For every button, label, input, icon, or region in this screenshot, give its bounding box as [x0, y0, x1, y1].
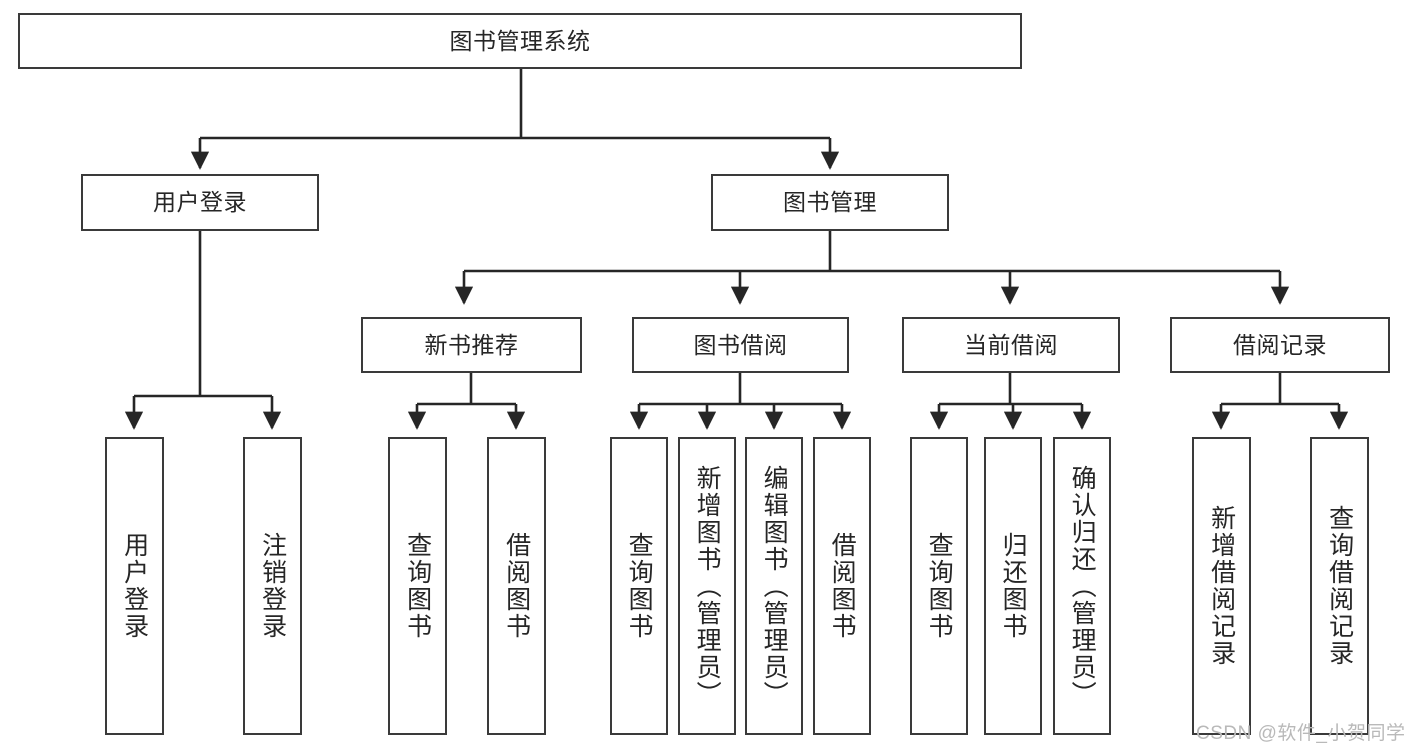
node-leaf-add-borrow-record-label: 新增借阅记录 — [1207, 505, 1236, 667]
node-leaf-return-book-label: 归还图书 — [999, 532, 1028, 640]
node-current-borrow-label: 当前借阅 — [964, 331, 1058, 358]
node-user-login[interactable]: 用户登录 — [81, 174, 319, 231]
node-current-borrow[interactable]: 当前借阅 — [902, 317, 1120, 373]
node-root-label: 图书管理系统 — [449, 27, 591, 54]
node-leaf-confirm-return-admin[interactable]: 确认归还（管理员） — [1053, 437, 1111, 735]
node-leaf-query-book-2-label: 查询图书 — [625, 532, 654, 640]
node-leaf-borrow-book-1[interactable]: 借阅图书 — [487, 437, 546, 735]
node-leaf-logout-login-label: 注销登录 — [258, 532, 287, 640]
node-leaf-return-book[interactable]: 归还图书 — [984, 437, 1042, 735]
node-user-login-label: 用户登录 — [153, 189, 247, 216]
node-leaf-user-login[interactable]: 用户登录 — [105, 437, 164, 735]
node-leaf-edit-book-admin[interactable]: 编辑图书（管理员） — [745, 437, 803, 735]
node-leaf-logout-login[interactable]: 注销登录 — [243, 437, 302, 735]
node-book-management[interactable]: 图书管理 — [711, 174, 949, 231]
node-leaf-confirm-return-admin-label: 确认归还（管理员） — [1068, 464, 1097, 708]
node-leaf-query-book-3-label: 查询图书 — [925, 532, 954, 640]
node-leaf-user-login-label: 用户登录 — [120, 532, 149, 640]
node-leaf-query-borrow-record[interactable]: 查询借阅记录 — [1310, 437, 1369, 735]
node-leaf-query-book-2[interactable]: 查询图书 — [610, 437, 668, 735]
node-new-book-recommend[interactable]: 新书推荐 — [361, 317, 582, 373]
node-leaf-add-book-admin-label: 新增图书（管理员） — [693, 464, 722, 708]
node-leaf-borrow-book-2[interactable]: 借阅图书 — [813, 437, 871, 735]
node-leaf-query-book-1[interactable]: 查询图书 — [388, 437, 447, 735]
node-leaf-query-borrow-record-label: 查询借阅记录 — [1325, 505, 1354, 667]
node-root[interactable]: 图书管理系统 — [18, 13, 1022, 69]
node-leaf-query-book-1-label: 查询图书 — [403, 532, 432, 640]
csdn-watermark: CSDN @软件_小贺同学 — [1196, 723, 1405, 744]
node-new-book-recommend-label: 新书推荐 — [424, 331, 519, 358]
node-leaf-query-book-3[interactable]: 查询图书 — [910, 437, 968, 735]
node-leaf-borrow-book-1-label: 借阅图书 — [502, 532, 531, 640]
node-leaf-add-borrow-record[interactable]: 新增借阅记录 — [1192, 437, 1251, 735]
node-borrow-record-label: 借阅记录 — [1233, 331, 1327, 358]
node-book-management-label: 图书管理 — [783, 189, 877, 216]
node-leaf-edit-book-admin-label: 编辑图书（管理员） — [760, 464, 789, 708]
node-leaf-borrow-book-2-label: 借阅图书 — [828, 532, 857, 640]
node-borrow-record[interactable]: 借阅记录 — [1170, 317, 1390, 373]
node-book-borrow-label: 图书借阅 — [693, 331, 788, 358]
node-book-borrow[interactable]: 图书借阅 — [632, 317, 849, 373]
node-leaf-add-book-admin[interactable]: 新增图书（管理员） — [678, 437, 736, 735]
